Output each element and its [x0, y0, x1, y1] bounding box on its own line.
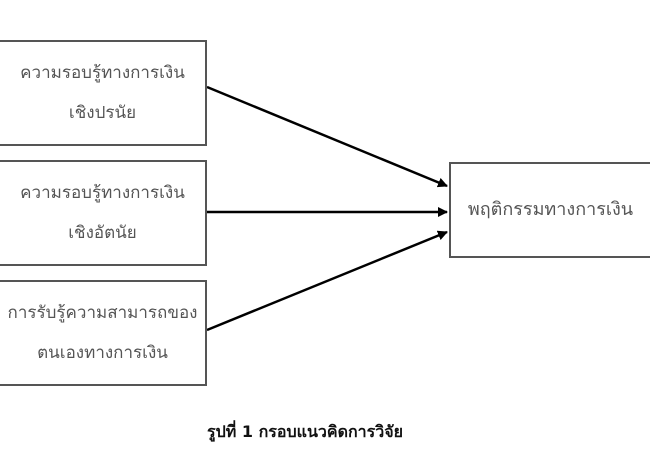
- financial-self-efficacy-box: การรับรู้ความสามารถของ ตนเองทางการเงิน: [0, 280, 207, 386]
- box-line: เชิงอัตนัย: [68, 223, 137, 243]
- box-line: ความรอบรู้ทางการเงิน: [20, 63, 185, 83]
- figure-caption: รูปที่ 1 กรอบแนวคิดการวิจัย: [207, 422, 403, 441]
- box-line: พฤติกรรมทางการเงิน: [467, 199, 634, 220]
- box-line: เชิงปรนัย: [68, 103, 137, 123]
- objective-financial-literacy-box: ความรอบรู้ทางการเงิน เชิงปรนัย: [0, 40, 207, 146]
- box-line: ความรอบรู้ทางการเงิน: [20, 183, 185, 203]
- box-line: การรับรู้ความสามารถของ: [7, 303, 198, 323]
- arrow-objective-to-behavior: [206, 85, 448, 188]
- financial-behavior-box: พฤติกรรมทางการเงิน: [449, 162, 650, 258]
- subjective-financial-literacy-box: ความรอบรู้ทางการเงิน เชิงอัตนัย: [0, 160, 207, 266]
- arrow-selfefficacy-to-behavior: [206, 230, 448, 332]
- box-line: ตนเองทางการเงิน: [37, 343, 168, 363]
